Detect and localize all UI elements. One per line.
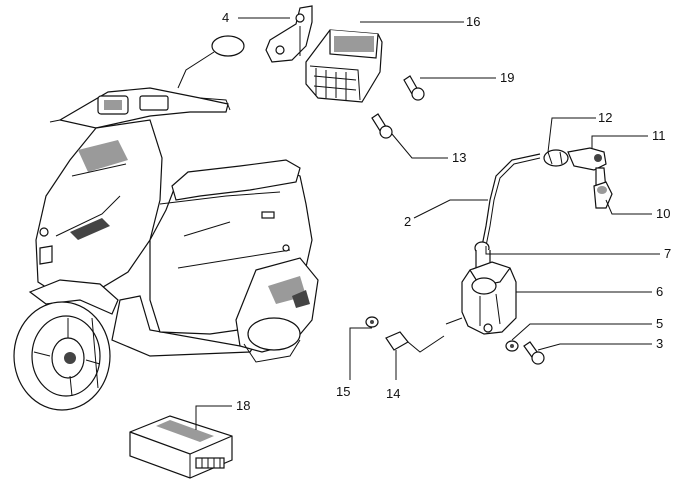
leader-lines — [195, 17, 660, 430]
ignition-coil-part — [445, 241, 517, 335]
callout-6: 6 — [656, 284, 663, 299]
callout-labels: 4 16 19 13 12 11 10 2 7 6 5 3 15 14 18 — [222, 10, 671, 413]
callout-15: 15 — [336, 384, 350, 399]
screw-19-part — [403, 75, 425, 101]
scooter-illustration — [13, 35, 319, 411]
callout-2: 2 — [404, 214, 411, 229]
bracket-part — [265, 5, 313, 63]
control-unit-part — [129, 415, 233, 479]
callout-11: 11 — [652, 128, 666, 143]
callout-3: 3 — [656, 336, 663, 351]
connector-14-part — [385, 331, 445, 353]
callout-4: 4 — [222, 10, 229, 25]
callout-14: 14 — [386, 386, 400, 401]
callout-16: 16 — [466, 14, 480, 29]
callout-10: 10 — [656, 206, 670, 221]
callout-18: 18 — [236, 398, 250, 413]
callout-5: 5 — [656, 316, 663, 331]
callout-19: 19 — [500, 70, 514, 85]
ht-lead-part — [481, 147, 607, 247]
screw-13-part — [371, 113, 393, 139]
washer-part — [505, 340, 519, 352]
callout-12: 12 — [598, 110, 612, 125]
resistor-cap-part — [593, 181, 613, 209]
regulator-part — [305, 29, 383, 103]
callout-7: 7 — [664, 246, 671, 261]
screw-3-part — [523, 341, 545, 365]
callout-13: 13 — [452, 150, 466, 165]
connector-15-part — [365, 316, 379, 328]
